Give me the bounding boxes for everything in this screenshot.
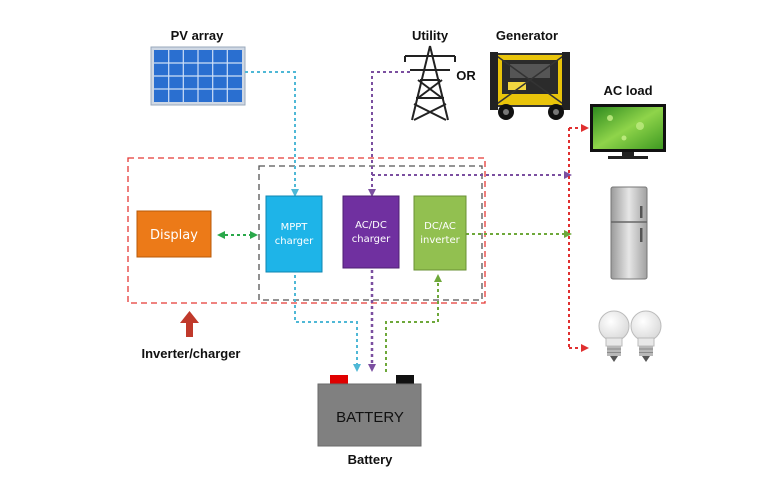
light-bulb-icon: [598, 310, 662, 362]
generator-icon: [490, 52, 570, 120]
pv-to-mppt-flow: [245, 71, 299, 197]
acdc-label-line2: charger: [352, 234, 391, 245]
up-arrow-icon: [180, 311, 199, 337]
mppt-to-battery-flow: [294, 275, 361, 372]
mppt-label-line2: charger: [275, 236, 314, 247]
dcac-inverter-block: DC/AC inverter: [413, 195, 467, 271]
display-block: Display: [136, 210, 212, 258]
acdc-charger-block: AC/DC charger: [342, 195, 400, 269]
display-block-label: Display: [150, 228, 198, 243]
inverter-charger-outline: [127, 157, 486, 304]
pv-array-label: PV array: [171, 28, 225, 43]
generator-label: Generator: [496, 28, 558, 43]
mppt-charger-block: MPPT charger: [265, 195, 323, 273]
refrigerator-icon: [610, 186, 648, 280]
tv-icon: [590, 104, 666, 159]
or-label: OR: [456, 68, 476, 83]
inverter-charger-label: Inverter/charger: [142, 346, 241, 361]
ac-load-label: AC load: [603, 83, 652, 98]
charger-group-outline: [258, 165, 483, 301]
power-tower-icon: [404, 45, 456, 121]
battery-block-label: BATTERY: [336, 409, 404, 426]
solar-panel-icon: [150, 46, 246, 106]
utility-label: Utility: [412, 28, 449, 43]
battery-caption: Battery: [348, 452, 394, 467]
dcac-label-line1: DC/AC: [424, 221, 456, 232]
mppt-label-line1: MPPT: [281, 222, 309, 233]
dcac-label-line2: inverter: [420, 235, 460, 246]
battery-icon: BATTERY: [317, 375, 422, 447]
acdc-label-line1: AC/DC: [355, 220, 387, 231]
utility-to-acdc-flow: [368, 71, 410, 197]
battery-to-inverter-flow: [385, 274, 442, 372]
